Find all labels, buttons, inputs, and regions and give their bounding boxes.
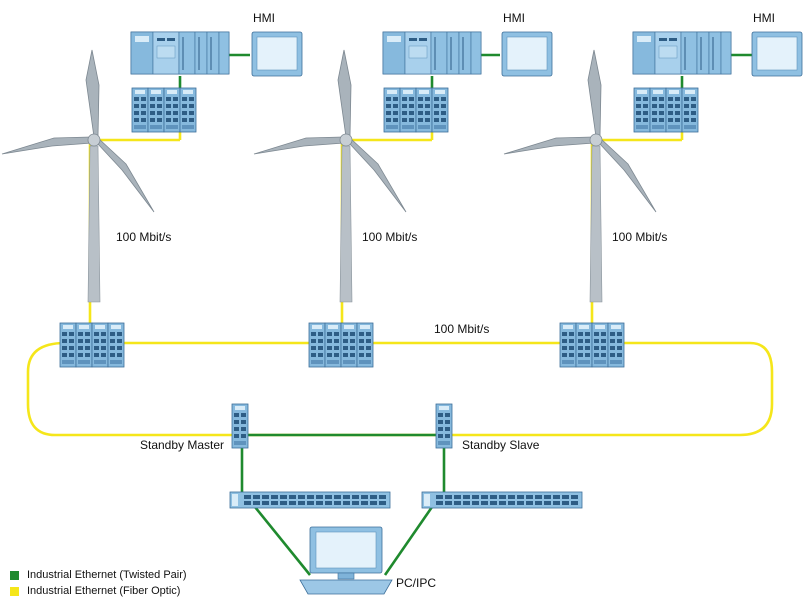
tower-speed-label: 100 Mbit/s xyxy=(116,230,172,244)
switch-icon xyxy=(634,88,698,132)
legend-twisted-pair: Industrial Ethernet (Twisted Pair) xyxy=(10,569,187,581)
switch-icon xyxy=(231,403,249,449)
switch-icon xyxy=(435,403,453,449)
switch-icon xyxy=(132,88,196,132)
wind-turbine-icon xyxy=(1,49,155,303)
standby-master-label: Standby Master xyxy=(140,438,225,452)
switch-icon xyxy=(384,88,448,132)
twisted-pair-swatch xyxy=(10,570,19,580)
legend-fiber-optic: Industrial Ethernet (Fiber Optic) xyxy=(10,585,180,597)
hmi-label: HMI xyxy=(503,11,525,25)
fiber-optic-swatch xyxy=(10,586,19,596)
rack-switch-icon xyxy=(421,491,583,509)
pc-monitor-icon xyxy=(299,526,393,595)
rack-switch-icon xyxy=(229,491,391,509)
tower-speed-label: 100 Mbit/s xyxy=(612,230,668,244)
wind-turbine-icon xyxy=(503,49,657,303)
standby-slave-label: Standby Slave xyxy=(462,438,540,452)
plc-icon xyxy=(382,31,482,75)
pc-label: PC/IPC xyxy=(396,576,437,590)
twisted-pair-links xyxy=(178,53,752,576)
ring-speed-label: 100 Mbit/s xyxy=(434,322,490,336)
plc-icon xyxy=(632,31,732,75)
plc-icon xyxy=(130,31,230,75)
hmi-label: HMI xyxy=(253,11,275,25)
switch-icon xyxy=(60,323,124,367)
hmi-label: HMI xyxy=(753,11,775,25)
hmi-panel-icon xyxy=(501,31,553,77)
wind-turbine-icon xyxy=(253,49,407,303)
legend-label: Industrial Ethernet (Twisted Pair) xyxy=(27,569,187,581)
switch-icon xyxy=(560,323,624,367)
hmi-panel-icon xyxy=(751,31,803,77)
switch-icon xyxy=(309,323,373,367)
hmi-panel-icon xyxy=(251,31,303,77)
tower-speed-label: 100 Mbit/s xyxy=(362,230,418,244)
legend-label: Industrial Ethernet (Fiber Optic) xyxy=(27,585,181,597)
fiber-ring xyxy=(26,341,774,437)
